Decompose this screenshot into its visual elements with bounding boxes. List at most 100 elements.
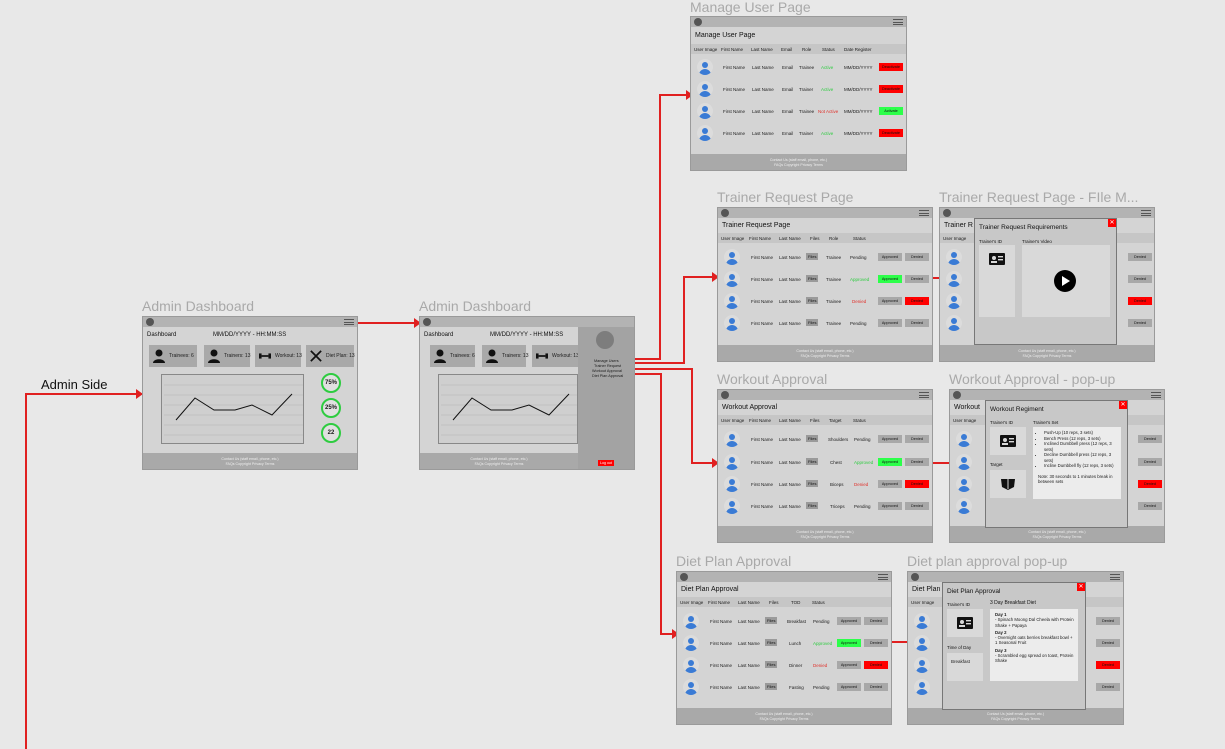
close-icon[interactable]: ✕ <box>1077 583 1085 591</box>
stat-workout[interactable]: Workout: 13 <box>255 345 302 367</box>
deny-button[interactable]: Denied <box>905 458 929 466</box>
files-button[interactable]: Files <box>765 639 778 646</box>
datetime: MM/DD/YYYY - HH:MM:SS <box>213 332 287 338</box>
menu-manage-users[interactable]: Manage Users <box>594 359 619 363</box>
deactivate-button[interactable]: Deactivate <box>879 85 903 93</box>
avatar <box>914 635 930 651</box>
deny-button[interactable]: Denied <box>905 502 929 510</box>
deny-button[interactable]: Denied <box>905 319 929 327</box>
play-icon[interactable] <box>1054 270 1076 292</box>
files-button[interactable]: Files <box>765 617 778 624</box>
video-player[interactable] <box>1022 245 1110 317</box>
files-button[interactable]: Files <box>806 319 819 326</box>
menu-icon[interactable] <box>1141 210 1151 216</box>
menu-workout-approval[interactable]: Workout Approval <box>592 369 622 373</box>
deny-button[interactable]: Denied <box>905 297 929 305</box>
deny-button[interactable]: Denied <box>864 617 888 625</box>
approve-button[interactable]: Approved <box>878 480 902 488</box>
deny-button[interactable]: Denied <box>1096 639 1120 647</box>
approve-button[interactable]: Approved <box>837 617 861 625</box>
deny-button[interactable]: Denied <box>1138 480 1162 488</box>
activate-button[interactable]: Activate <box>879 107 903 115</box>
approve-button[interactable]: Approved <box>878 435 902 443</box>
deny-button[interactable]: Denied <box>864 683 888 691</box>
deny-button[interactable]: Denied <box>905 275 929 283</box>
avatar[interactable] <box>596 331 614 349</box>
modal-title: Diet Plan Approval <box>947 588 1001 595</box>
files-button[interactable]: Files <box>806 297 819 304</box>
stat-trainers[interactable]: Trainers: 13 <box>204 345 251 367</box>
dumbbell-icon <box>259 353 271 359</box>
approve-button[interactable]: Approved <box>878 297 902 305</box>
page-title: Trainer Request Page <box>722 222 791 229</box>
files-button[interactable]: Files <box>806 253 819 260</box>
avatar <box>956 476 972 492</box>
files-button[interactable]: Files <box>806 480 819 487</box>
menu-icon[interactable] <box>893 19 903 25</box>
utensils-icon <box>310 350 322 362</box>
deactivate-button[interactable]: Deactivate <box>879 63 903 71</box>
menu-diet-plan-approval[interactable]: Diet Plan Approval <box>592 374 624 378</box>
deactivate-button[interactable]: Deactivate <box>879 129 903 137</box>
files-button[interactable]: Files <box>765 683 778 690</box>
menu-icon[interactable] <box>919 210 929 216</box>
frame-title-admin-dashboard-menu: Admin Dashboard <box>419 298 532 314</box>
close-icon[interactable]: ✕ <box>1119 401 1127 409</box>
stat-trainers[interactable]: Trainers: 13 <box>482 345 529 367</box>
approve-button[interactable]: Approved <box>878 275 902 283</box>
stat-diet-plan[interactable]: Diet Plan: 13 <box>306 345 355 367</box>
menu-icon[interactable] <box>1151 392 1161 398</box>
files-button[interactable]: Files <box>806 435 819 442</box>
approve-button[interactable]: Approved <box>878 253 902 261</box>
stat-trainees[interactable]: Trainees: 6 <box>149 345 197 367</box>
approve-button[interactable]: Approved <box>837 683 861 691</box>
deny-button[interactable]: Denied <box>1128 297 1152 305</box>
approve-button[interactable]: Approved <box>878 319 902 327</box>
deny-button[interactable]: Denied <box>864 661 888 669</box>
deny-button[interactable]: Denied <box>1096 683 1120 691</box>
menu-icon[interactable] <box>344 319 354 325</box>
deny-button[interactable]: Denied <box>1138 502 1162 510</box>
logout-button[interactable]: Log out <box>598 460 614 466</box>
close-icon[interactable]: ✕ <box>1108 219 1116 227</box>
stat-trainees[interactable]: Trainees: 6 <box>430 345 475 367</box>
deny-button[interactable]: Denied <box>1128 319 1152 327</box>
time-of-day-label: Time of Day <box>947 645 972 650</box>
files-button[interactable]: Files <box>806 458 819 465</box>
menu-icon[interactable] <box>919 392 929 398</box>
logo-icon <box>953 391 961 399</box>
deny-button[interactable]: Denied <box>864 639 888 647</box>
menu-trainer-request[interactable]: Trainer Request <box>594 364 622 368</box>
avatar <box>697 103 713 119</box>
files-button[interactable]: Files <box>806 275 819 282</box>
deny-button[interactable]: Denied <box>1096 617 1120 625</box>
approve-button[interactable]: Approved <box>837 639 861 647</box>
avatar <box>724 498 740 514</box>
menu-icon[interactable] <box>1110 574 1120 580</box>
dumbbell-icon <box>536 353 548 359</box>
approve-button[interactable]: Approved <box>878 458 902 466</box>
deny-button[interactable]: Denied <box>1128 275 1152 283</box>
frame-title-admin-dashboard: Admin Dashboard <box>142 298 255 314</box>
deny-button[interactable]: Denied <box>1138 435 1162 443</box>
menu-icon[interactable] <box>878 574 888 580</box>
avatar <box>724 476 740 492</box>
files-button[interactable]: Files <box>806 502 819 509</box>
deny-button[interactable]: Denied <box>905 480 929 488</box>
deny-button[interactable]: Denied <box>905 253 929 261</box>
files-button[interactable]: Files <box>765 661 778 668</box>
deny-button[interactable]: Denied <box>1128 253 1152 261</box>
deny-button[interactable]: Denied <box>1096 661 1120 669</box>
set-note: Note: 30 seconds to 1 minutes break in b… <box>1038 473 1113 485</box>
approve-button[interactable]: Approved <box>878 502 902 510</box>
deny-button[interactable]: Denied <box>905 435 929 443</box>
approve-button[interactable]: Approved <box>837 661 861 669</box>
deny-button[interactable]: Denied <box>1138 458 1162 466</box>
stat-workout[interactable]: Workout: 13 <box>532 345 579 367</box>
